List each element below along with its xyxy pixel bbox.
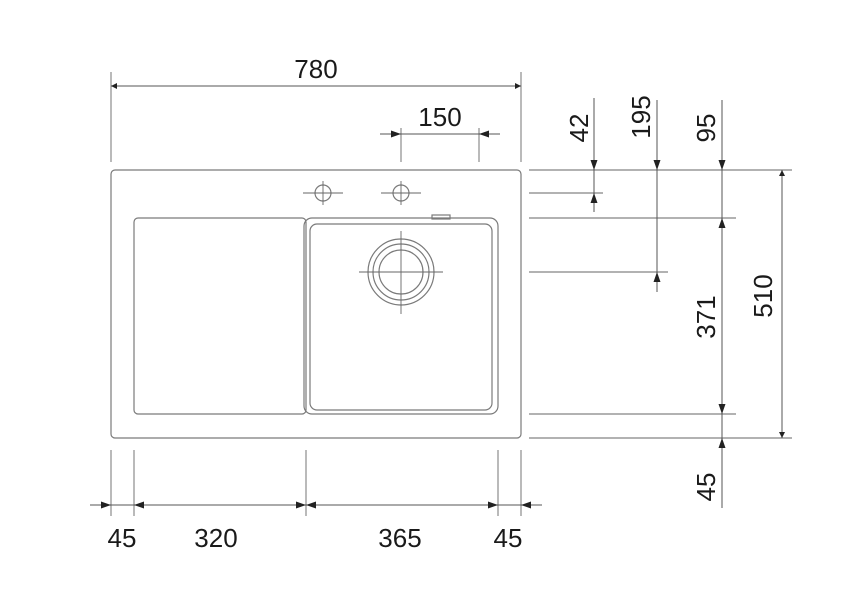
- sink-top-outline: [110, 169, 522, 439]
- right-extension-lines: [529, 169, 792, 439]
- tap-hole-left: [303, 181, 343, 205]
- drainer-area: [133, 217, 307, 415]
- dim-label-overall-width: 780: [294, 54, 337, 84]
- overflow-slot: [431, 214, 451, 220]
- dim-label-right-margin: 45: [494, 523, 523, 553]
- bowl-outer: [303, 217, 499, 415]
- dim-bowl-column: 95 371 45: [691, 100, 726, 508]
- dim-label-bowl-offset: 95: [691, 114, 721, 143]
- dim-label-bottom-margin: 45: [691, 473, 721, 502]
- dim-label-waste-offset: 195: [626, 95, 656, 138]
- dim-label-left-margin: 45: [108, 523, 137, 553]
- dim-label-tap-spacing: 150: [418, 102, 461, 132]
- dim-overall-depth: 510: [748, 170, 785, 438]
- dim-overall-width: 780: [110, 54, 522, 162]
- waste-outlet: [359, 231, 443, 314]
- dim-bottom-chain: 45 320 365 45: [90, 501, 542, 553]
- bowl-inner: [309, 223, 493, 411]
- dim-label-bowl-width: 365: [378, 523, 421, 553]
- dim-waste-offset: 195: [626, 95, 661, 292]
- sink-outline: [110, 169, 522, 439]
- dim-tap-offset: 42: [564, 98, 598, 212]
- dim-label-bowl-length: 371: [691, 295, 721, 338]
- dim-label-overall-depth: 510: [748, 274, 778, 317]
- dim-label-drainer-width: 320: [194, 523, 237, 553]
- dim-tap-spacing: 150: [380, 102, 500, 162]
- tap-hole-right: [381, 181, 421, 205]
- dim-label-tap-offset: 42: [564, 114, 594, 143]
